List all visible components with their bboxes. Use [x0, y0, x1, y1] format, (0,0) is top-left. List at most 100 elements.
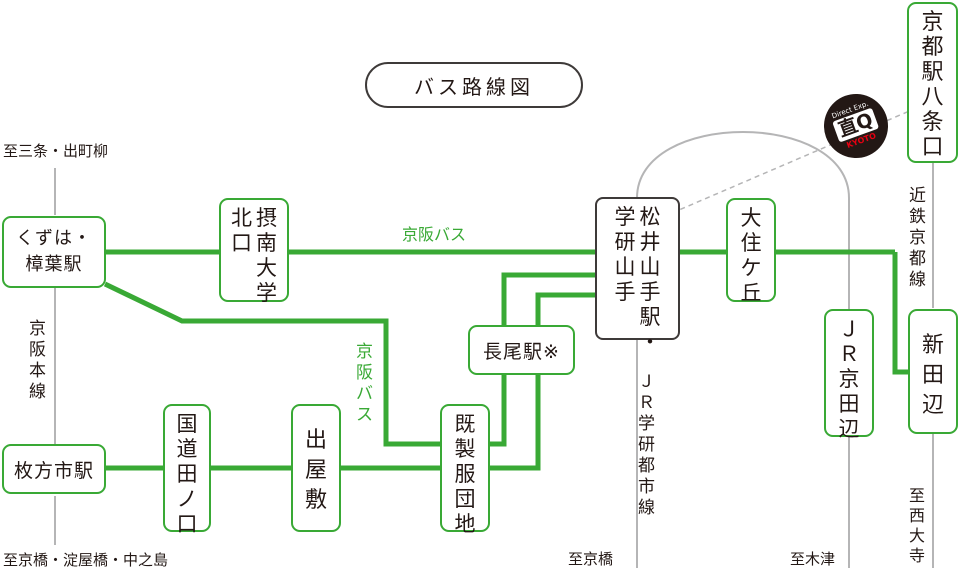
bus-kisei-matsui-b — [489, 292, 596, 471]
stop-kyoto-col: 京 都 駅 八 条 口 — [921, 10, 943, 160]
char: 都 — [921, 35, 944, 60]
char: Ｒ — [838, 342, 860, 366]
map-title: バス路線図 — [365, 62, 583, 108]
char: 辺 — [921, 393, 944, 418]
stop-settsunan-kitaguchi[interactable]: 摂 南 大 学 北 口 — [219, 198, 289, 305]
bus-branch-right — [892, 252, 910, 375]
char: バ — [356, 384, 373, 404]
direction-kizu: 至木津 — [790, 550, 836, 568]
stop-deyashiki[interactable]: 出 屋 敷 — [291, 404, 341, 532]
stop-kokudo-taguchi[interactable]: 国 道 田 ノ 口 — [163, 404, 211, 536]
stop-kuzuha-line1: くずは・ — [16, 228, 92, 249]
char: 阪 — [356, 363, 373, 383]
stop-kuzuha-line2: 樟葉駅 — [25, 254, 83, 275]
char: 国 — [176, 412, 198, 436]
char: 市 — [638, 477, 655, 497]
char: 大 — [909, 526, 926, 545]
stop-kuzuha[interactable]: くずは・ 樟葉駅 — [2, 216, 106, 288]
char: 山 — [639, 255, 661, 279]
label-keihan-main-line: 京 阪 本 線 — [29, 319, 46, 403]
stop-matsui-col1: 松 井 山 手 駅 ・ — [640, 205, 661, 355]
char: 本 — [29, 361, 46, 381]
char: 大 — [256, 256, 277, 280]
char: 辺 — [838, 417, 860, 441]
stop-kitaguchi-col2: 北 口 — [231, 206, 252, 256]
label-kintetsu-kyoto-line: 近 鉄 京 都 線 — [909, 186, 926, 291]
char: 都 — [638, 456, 655, 476]
char: 駅 — [639, 305, 661, 329]
stop-kokudo-col: 国 道 田 ノ 口 — [177, 412, 198, 537]
stop-nagao[interactable]: 長尾駅※ — [468, 325, 575, 375]
char: 新 — [921, 333, 944, 358]
char: ノ — [176, 487, 198, 511]
char: 阪 — [29, 340, 46, 360]
bus-kuzuha-kisei — [103, 281, 445, 447]
char: 屋 — [304, 458, 327, 483]
stop-deyashiki-col: 出 屋 敷 — [305, 412, 327, 516]
stop-jr-kyotanabe[interactable]: Ｊ Ｒ 京 田 辺 — [824, 309, 874, 441]
char: 口 — [921, 135, 944, 160]
char: ス — [356, 405, 373, 425]
char: 京 — [838, 367, 860, 391]
stop-shintanabe-col: 新 田 辺 — [922, 317, 944, 421]
char: 松 — [639, 205, 661, 229]
stop-kitaguchi-col1: 摂 南 大 学 — [256, 206, 277, 306]
direction-sanjo: 至三条・出町柳 — [3, 142, 109, 160]
stop-matsui-col2: 学 研 山 手 — [615, 205, 636, 305]
char: 八 — [921, 85, 944, 110]
stop-kyoto-hachijoguchi[interactable]: 京 都 駅 八 条 口 — [907, 2, 958, 163]
char: 至 — [909, 486, 926, 505]
char: 京 — [356, 342, 373, 362]
char: Ｊ — [838, 317, 860, 341]
express-bus-arc — [636, 131, 850, 568]
char: 京 — [29, 319, 46, 339]
direction-saidaiji: 至 西 大 寺 — [909, 486, 925, 566]
char: 京 — [909, 228, 926, 248]
char: 既 — [454, 412, 476, 436]
stop-hirakata-label: 枚方市駅 — [13, 459, 94, 482]
stop-kisei-danchi[interactable]: 既 製 服 団 地 — [440, 404, 490, 536]
char: 近 — [909, 186, 926, 206]
char: 田 — [838, 392, 860, 416]
stop-matsuiyamate[interactable]: 松 井 山 手 駅 ・ 学 研 山 手 — [595, 197, 680, 354]
char: 地 — [454, 512, 476, 536]
char: 口 — [231, 231, 252, 255]
char: 線 — [29, 382, 46, 402]
char: 井 — [639, 230, 661, 254]
char: 南 — [256, 231, 277, 255]
char: 住 — [740, 231, 762, 255]
stop-nagao-label: 長尾駅※ — [483, 340, 560, 363]
char: 田 — [176, 462, 198, 486]
char: 手 — [639, 280, 661, 304]
stop-hirakata[interactable]: 枚方市駅 — [2, 444, 106, 494]
char: 研 — [638, 435, 655, 455]
stop-osumigaoka[interactable]: 大 住 ケ 丘 — [726, 198, 776, 305]
char: 山 — [614, 255, 636, 279]
char: 田 — [921, 363, 944, 388]
char: 口 — [176, 512, 198, 536]
char: 服 — [454, 462, 476, 486]
char: 研 — [614, 230, 636, 254]
char: 道 — [176, 437, 198, 461]
char: 敷 — [304, 488, 327, 513]
char: ・ — [639, 330, 661, 354]
char: ケ — [740, 256, 762, 280]
direction-kyobashi-yodoyabashi: 至京橋・淀屋橋・中之島 — [3, 551, 169, 569]
stop-osumi-col: 大 住 ケ 丘 — [741, 206, 762, 306]
char: Ｊ — [638, 372, 655, 392]
char: 寺 — [909, 546, 926, 565]
char: 丘 — [740, 281, 762, 305]
char: 西 — [909, 506, 926, 525]
char: 線 — [909, 270, 926, 290]
stop-kisei-col: 既 製 服 団 地 — [455, 412, 476, 537]
label-keihan-bus-vertical: 京 阪 バ ス — [356, 342, 373, 426]
stop-shintanabe[interactable]: 新 田 辺 — [908, 309, 958, 434]
char: 学 — [614, 205, 636, 229]
char: 鉄 — [909, 207, 926, 227]
char: 出 — [304, 428, 327, 453]
char: 学 — [256, 281, 277, 305]
char: 北 — [231, 206, 252, 230]
label-jr-gakken-line: Ｊ Ｒ 学 研 都 市 線 — [638, 372, 655, 519]
char: 線 — [638, 498, 655, 518]
char: 大 — [740, 206, 762, 230]
